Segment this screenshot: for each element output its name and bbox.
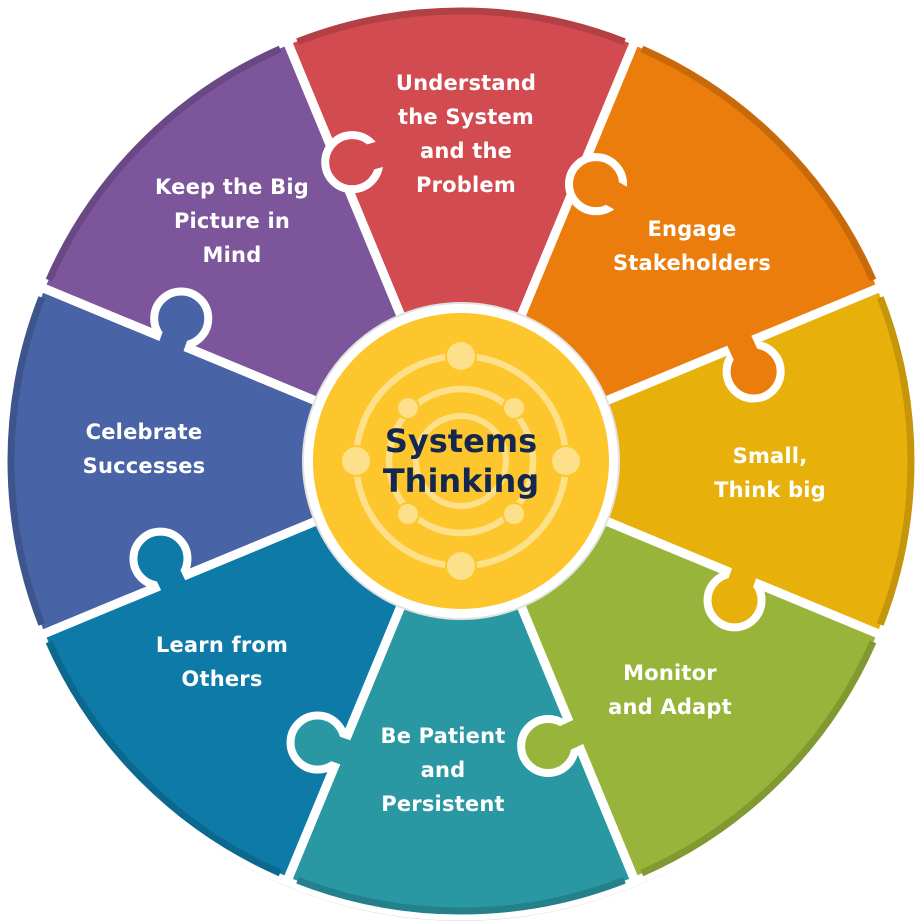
label-line: Think big [714,478,826,502]
label-line: Keep the Big [155,175,309,199]
segment-rim [876,296,915,626]
puzzle-knob-neck [313,730,400,783]
puzzle-knob-neck [348,137,399,175]
center-title-line: Systems [384,422,538,460]
segment-rim [296,7,626,46]
center-title: Systems Thinking [383,421,539,501]
puzzle-knob-neck [141,314,194,401]
orbit-node [504,397,525,418]
label-line: and the [419,139,513,163]
puzzle-knob-neck [542,699,629,758]
label-line: Others [181,667,263,691]
segment-rim [7,296,46,626]
orbit-node [447,342,475,370]
label-line: Celebrate [85,420,203,444]
orbit-node [342,447,370,475]
label-line: Problem [416,173,516,197]
label-line: Be Patient [380,724,506,748]
segment-label-big-picture: Keep the Big Picture in Mind [155,170,309,272]
label-line: Picture in [173,209,291,233]
label-line: Monitor [623,661,717,685]
segment-label-patient: Be Patient and Persistent [380,719,505,821]
puzzle-knob-neck [148,553,208,639]
segment-label-understand: Understand the System and the Problem [396,66,536,202]
segment-label-learn: Learn from Others [156,628,288,696]
orbit-node [397,504,418,525]
label-line: Mind [202,243,262,267]
segment-label-engage: Engage Stakeholders [613,212,771,280]
orbit-node [397,397,418,418]
label-line: Persistent [381,792,505,816]
label-line: the System [397,105,535,129]
segment-rim [296,876,626,915]
segment-rim [45,640,282,877]
segment-label-celebrate: Celebrate Successes [83,415,206,483]
puzzle-knob-neck [589,172,636,215]
label-line: and [420,758,466,782]
segment-rim [640,45,877,282]
center-title-line: Thinking [382,462,540,500]
puzzle-knob-neck [705,288,766,378]
label-line: and Adapt [608,695,732,719]
label-line: Learn from [155,633,289,657]
orbit-node [504,504,525,525]
segment-label-small: Small, Think big [714,439,826,507]
segment-rim [640,640,877,877]
label-line: Small, [732,444,808,468]
label-line: Successes [82,454,206,478]
label-line: Engage [647,217,737,241]
orbit-node [447,552,475,580]
label-line: Stakeholders [612,251,772,275]
label-line: Understand [395,71,537,95]
segment-rim [45,45,282,282]
orbit-node [552,447,580,475]
orbit-ring [385,385,537,537]
orbit-ring [413,413,509,509]
puzzle-knob-neck [722,520,774,605]
segment-label-monitor: Monitor and Adapt [608,656,732,724]
